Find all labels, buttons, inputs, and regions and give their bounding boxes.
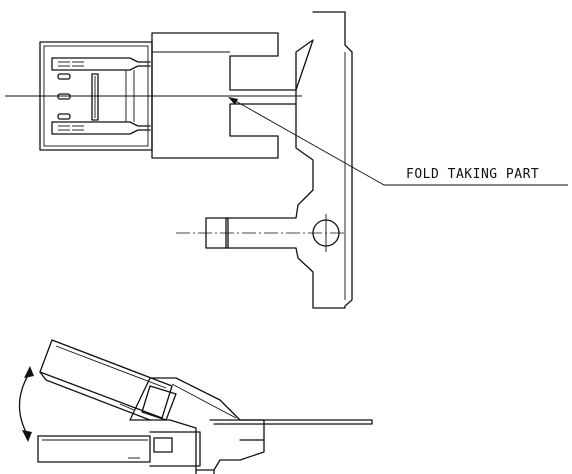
holder-side (129, 377, 265, 471)
leader-arrowhead (228, 97, 238, 105)
lower-connector (37, 431, 201, 467)
connector-top-view (39, 41, 153, 151)
mounting-plate (176, 11, 353, 309)
side-view (18, 339, 373, 474)
fold-taking-part-label: FOLD TAKING PART (406, 167, 539, 182)
rotation-arrow-icon (18, 366, 34, 442)
tilted-connector (39, 339, 177, 421)
top-view: FOLD TAKING PART (5, 11, 568, 309)
plate-edge (209, 419, 373, 425)
leader-line (231, 98, 568, 186)
